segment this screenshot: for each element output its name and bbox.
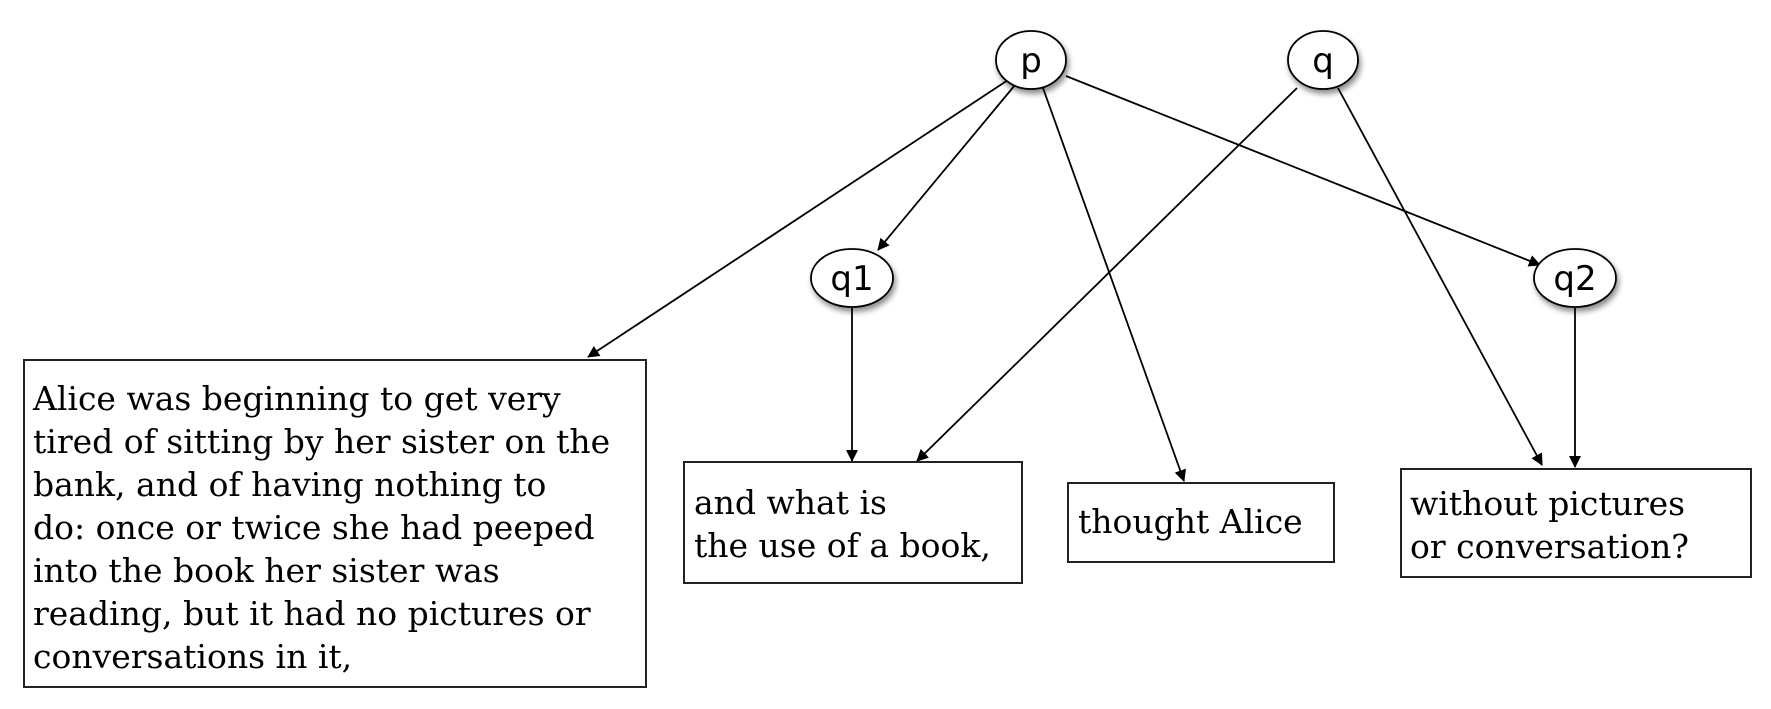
edge-q-to-without-pictures-box — [1337, 87, 1543, 466]
node-q2: q2 — [1533, 248, 1617, 308]
node-q1-circle — [810, 248, 894, 308]
node-q2-label: q2 — [1553, 259, 1596, 299]
thought-alice-text-line: thought Alice — [1078, 502, 1303, 541]
use-of-book-text-line: and what is — [694, 483, 887, 522]
without-pictures-text-box: without pictures or conversation? — [1400, 468, 1752, 578]
use-of-book-text-box: and what is the use of a book, — [683, 461, 1023, 584]
edge-p-to-q2 — [1065, 75, 1541, 267]
edge-p-to-alice-box — [587, 79, 1009, 358]
thought-alice-text-box: thought Alice — [1067, 482, 1335, 563]
without-pictures-text-line: or conversation? — [1410, 527, 1689, 566]
use-of-book-text-line: the use of a book, — [694, 526, 991, 565]
edge-p-to-thought-alice-box — [1042, 87, 1186, 482]
edge-p-to-q1 — [877, 84, 1016, 251]
node-p-label: p — [1020, 41, 1042, 81]
alice-text-line: do: once or twice she had peeped — [33, 508, 595, 547]
node-q1: q1 — [810, 248, 894, 308]
edge-q-to-use-of-book-box — [916, 87, 1298, 462]
without-pictures-text-line: without pictures — [1410, 484, 1686, 523]
node-q2-circle — [1533, 248, 1617, 308]
node-q: q — [1287, 30, 1359, 90]
alice-text-line: Alice was beginning to get very — [33, 379, 561, 418]
node-p: p — [995, 30, 1067, 90]
alice-text-line: tired of sitting by her sister on the — [33, 422, 611, 461]
node-q-label: q — [1312, 41, 1334, 81]
alice-text-box: Alice was beginning to get very tired of… — [23, 359, 647, 688]
node-q1-label: q1 — [830, 259, 873, 299]
node-p-circle — [995, 30, 1067, 90]
alice-text-line: reading, but it had no pictures or — [33, 594, 591, 633]
node-q-circle — [1287, 30, 1359, 90]
alice-text-line: bank, and of having nothing to — [33, 465, 547, 504]
alice-text-line: into the book her sister was — [33, 551, 500, 590]
alice-text-line: conversations in it, — [33, 637, 353, 676]
